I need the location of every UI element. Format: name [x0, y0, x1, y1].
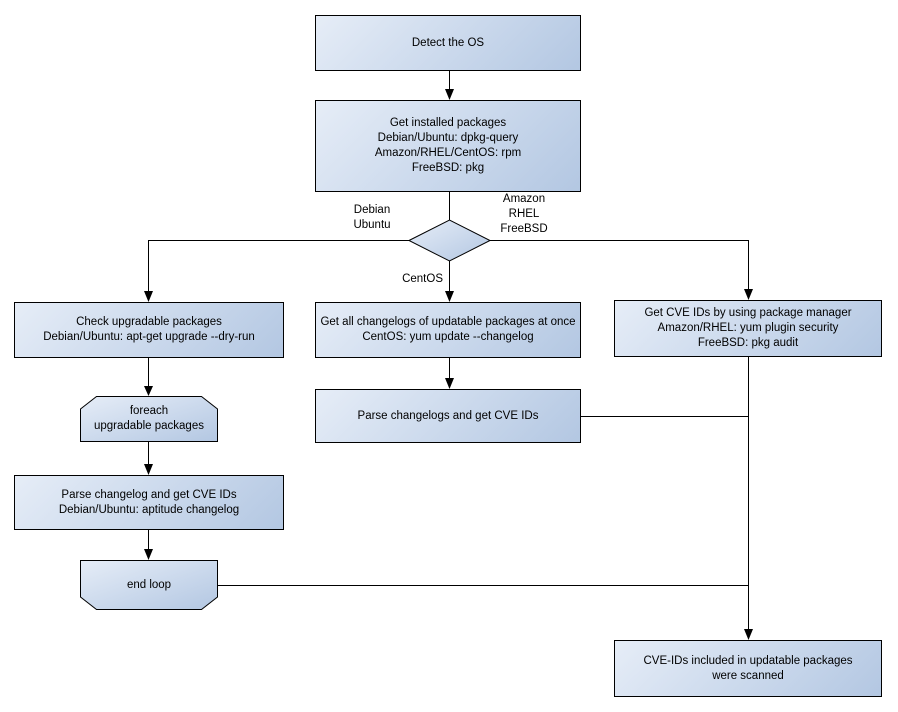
edge-label-centos: CentOS	[402, 273, 443, 285]
node-scanned-result-label: CVE-IDs included in updatable packages w…	[643, 654, 853, 682]
arrowhead-into-parse-mid	[445, 378, 454, 389]
edge-label-debian-ubuntu: Debian Ubuntu	[353, 204, 391, 231]
arrowhead-into-get-cve	[744, 289, 753, 300]
node-parse-changelogs-mid-label: Parse changelogs and get CVE IDs	[357, 409, 539, 422]
end-loop-shape	[80, 560, 218, 610]
node-check-upgradable-packages: Check upgradable packages Debian/Ubuntu:…	[14, 302, 284, 358]
edge-label-amazon-rhel-freebsd: Amazon RHEL FreeBSD	[500, 193, 548, 235]
node-get-installed-packages: Get installed packages Debian/Ubuntu: dp…	[315, 100, 581, 192]
arrowhead-into-foreach	[144, 386, 153, 396]
node-get-cve-ids-right: Get CVE IDs by using package manager Ama…	[614, 300, 882, 357]
os-decision-diamond	[407, 219, 492, 262]
foreach-loop-shape	[80, 396, 218, 442]
node-detect-os: Detect the OS	[315, 15, 581, 71]
edge-decision-right	[490, 240, 749, 289]
edge-decision-left	[148, 240, 409, 291]
node-scanned-result: CVE-IDs included in updatable packages w…	[614, 640, 882, 697]
node-get-all-changelogs-label: Get all changelogs of updatable packages…	[320, 316, 576, 343]
arrowhead-into-get-all-changelogs	[445, 291, 454, 302]
foreach-loop-label: foreach upgradable packages	[94, 405, 204, 432]
node-get-all-changelogs: Get all changelogs of updatable packages…	[315, 302, 581, 358]
arrowhead-into-endloop	[144, 549, 153, 560]
arrowhead-into-check-upgradable	[144, 291, 153, 302]
node-parse-changelogs-mid: Parse changelogs and get CVE IDs	[315, 389, 581, 443]
node-parse-changelog-left-label: Parse changelog and get CVE IDs Debian/U…	[58, 488, 240, 516]
node-parse-changelog-left: Parse changelog and get CVE IDs Debian/U…	[14, 475, 284, 530]
arrowhead-into-parse-left	[144, 464, 153, 475]
node-get-installed-packages-label: Get installed packages Debian/Ubuntu: dp…	[374, 117, 522, 174]
node-get-cve-ids-right-label: Get CVE IDs by using package manager Ama…	[644, 307, 852, 349]
end-loop-label: end loop	[126, 578, 172, 591]
arrowhead-into-installed	[445, 89, 454, 100]
node-detect-os-label: Detect the OS	[411, 36, 485, 49]
arrowhead-into-result	[744, 629, 753, 640]
node-check-upgradable-packages-label: Check upgradable packages Debian/Ubuntu:…	[43, 316, 255, 343]
